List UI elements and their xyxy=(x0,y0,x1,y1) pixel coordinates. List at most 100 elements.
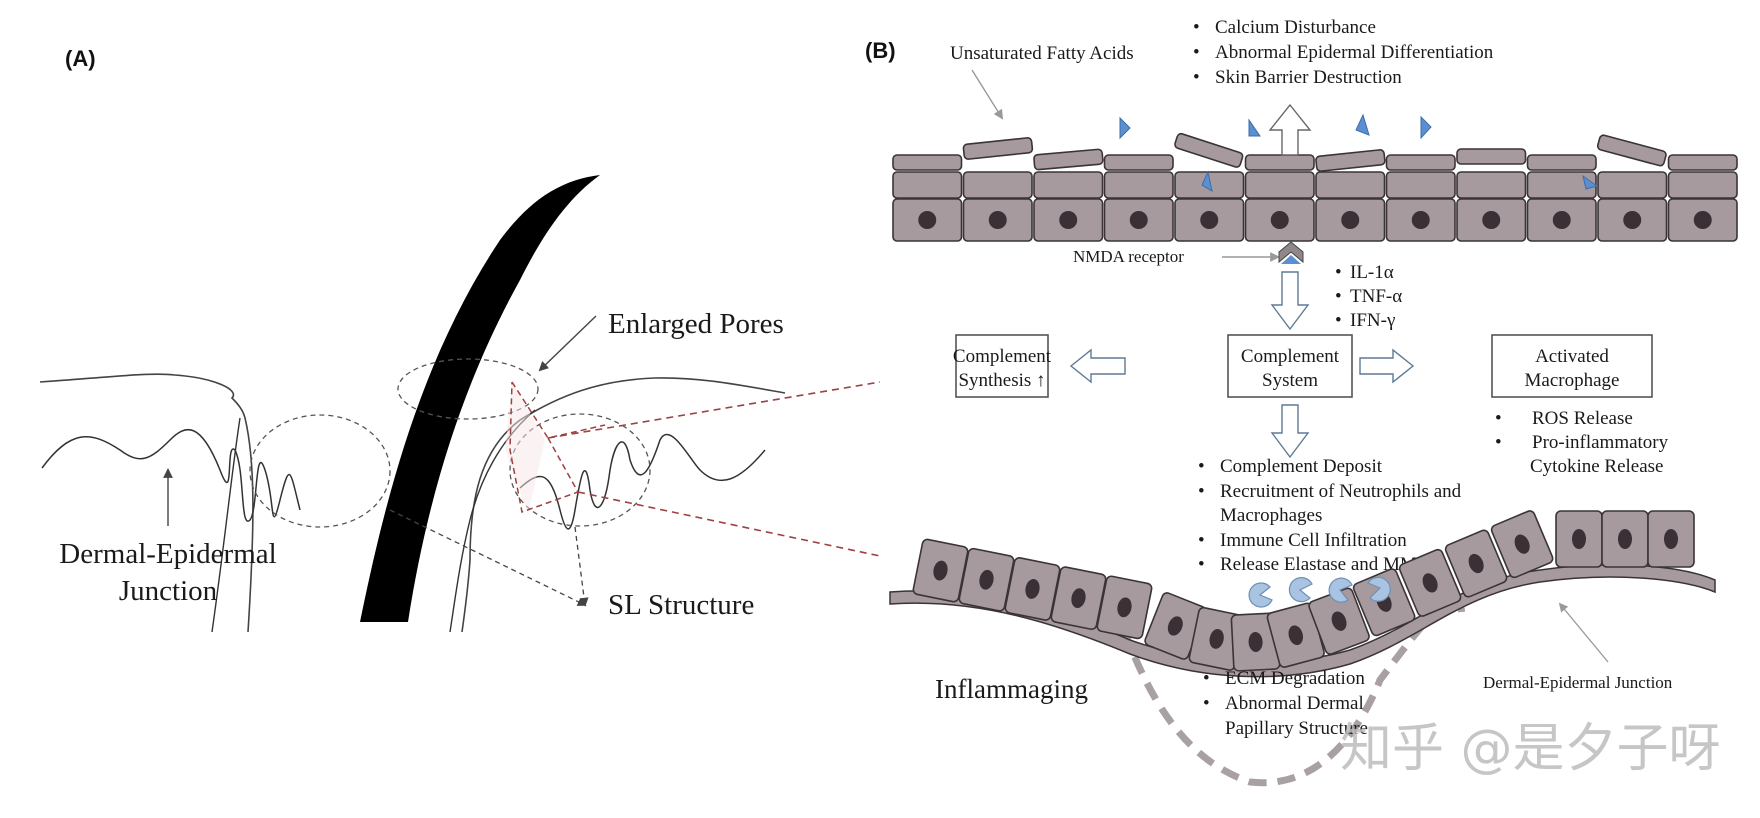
basal-cell xyxy=(1144,592,1207,660)
bullet: • xyxy=(1203,693,1210,714)
complement-effect-item: Recruitment of Neutrophils and xyxy=(1220,481,1462,502)
spinous-cell xyxy=(1597,171,1668,199)
cytokine-item: IFN-γ xyxy=(1350,310,1395,331)
dermal-effect-item: Abnormal Dermal xyxy=(1225,693,1364,714)
bullet: • xyxy=(1193,42,1200,63)
right-arrow-to-macrophage xyxy=(1359,348,1415,384)
follicle-wall-left xyxy=(211,417,241,633)
corneocyte xyxy=(1667,154,1738,171)
panel-b: (B) Unsaturated Fatty Acids • Calcium Di… xyxy=(865,17,1738,787)
cell-nucleus xyxy=(1209,628,1224,649)
complement-effect-item: Complement Deposit xyxy=(1220,456,1383,477)
cell-nucleus xyxy=(1270,211,1289,229)
hair-shaft xyxy=(360,175,600,622)
spinous-cell xyxy=(1315,171,1386,199)
cell-nucleus xyxy=(1071,588,1086,609)
complement-effect-item: Macrophages xyxy=(1220,505,1322,526)
left-arrow-to-synthesis xyxy=(1069,348,1126,384)
corneocyte xyxy=(1033,148,1104,171)
bullet: • xyxy=(1198,481,1205,502)
basal-cell xyxy=(1601,510,1649,568)
zoom-region xyxy=(505,382,545,514)
bullet: • xyxy=(1198,554,1205,575)
sl-arrow-left xyxy=(389,509,587,606)
cytokine-item: TNF-α xyxy=(1350,286,1402,307)
corneocyte xyxy=(962,137,1034,160)
basal-cell xyxy=(912,538,969,603)
dej-label-arrow xyxy=(1558,602,1609,663)
unsaturated-fatty-acids-label: Unsaturated Fatty Acids xyxy=(950,43,1134,64)
spinous-cell xyxy=(1103,171,1174,199)
box-text: Complement xyxy=(1241,346,1340,367)
spinous-cell xyxy=(1456,171,1527,199)
cell-nucleus xyxy=(1552,211,1571,229)
cell-nucleus xyxy=(1623,211,1642,229)
basal-cell xyxy=(1444,529,1508,598)
watermark: 知乎 @是夕子呀 xyxy=(1340,719,1721,779)
cell-nucleus xyxy=(1482,211,1501,229)
cell-nucleus xyxy=(1341,211,1360,229)
sl-structure-label: SL Structure xyxy=(608,589,754,621)
cell-nucleus xyxy=(1129,211,1148,229)
top-effect-item: Abnormal Epidermal Differentiation xyxy=(1215,42,1494,63)
zoom-line-bottom xyxy=(577,491,881,557)
pore-ellipse xyxy=(397,358,539,420)
barrier-up-arrow xyxy=(1268,103,1312,156)
box-text: Macrophage xyxy=(1525,370,1620,391)
cell-nucleus xyxy=(1059,211,1078,229)
dej-label-line2: Junction xyxy=(119,575,218,607)
cell-nucleus xyxy=(1248,631,1263,652)
basal-cell xyxy=(1004,557,1061,621)
fatty-acid-triangle xyxy=(1119,116,1131,140)
macrophage-effect-item: Pro-inflammatory xyxy=(1532,432,1669,453)
complement-effect-item: Release Elastase and MMPs xyxy=(1220,554,1435,575)
bullet: • xyxy=(1335,262,1342,283)
panel-b-label: (B) xyxy=(865,38,896,63)
spinous-cell xyxy=(1244,171,1315,199)
cell-nucleus xyxy=(1331,611,1347,631)
sl-arrow-right xyxy=(574,526,589,607)
spinous-cell xyxy=(892,171,963,199)
nmda-receptor-label: NMDA receptor xyxy=(1073,247,1184,266)
enzymes xyxy=(1248,576,1391,608)
bullet: • xyxy=(1198,530,1205,551)
top-effect-item: Skin Barrier Destruction xyxy=(1215,67,1402,88)
cell-nucleus xyxy=(1422,573,1438,593)
bullet: • xyxy=(1193,67,1200,88)
complement-effects-list: • Complement Deposit • Recruitment of Ne… xyxy=(1198,456,1462,575)
basal-cell xyxy=(1647,510,1695,568)
complement-synthesis-box: Complement Synthesis ↑ xyxy=(953,334,1052,398)
basal-cell xyxy=(958,547,1015,612)
corneocyte xyxy=(1244,154,1315,171)
fatty-acid-triangle xyxy=(1582,174,1599,190)
cell-nucleus xyxy=(1514,534,1530,554)
cell-nucleus xyxy=(979,569,994,590)
spinous-cell xyxy=(962,171,1033,199)
bullet: • xyxy=(1495,432,1502,453)
basal-cell xyxy=(1398,548,1462,617)
enzyme-icon xyxy=(1248,582,1273,608)
nmda-receptor-base xyxy=(1281,255,1301,264)
cell-nucleus xyxy=(918,211,937,229)
enzyme-icon xyxy=(1328,577,1353,603)
sl-ellipse-right xyxy=(509,413,651,527)
sl-ellipse-left xyxy=(249,414,391,528)
bullet: • xyxy=(1203,668,1210,689)
corneocyte xyxy=(1174,132,1244,168)
cell-nucleus xyxy=(1167,616,1183,636)
cell-nucleus xyxy=(1468,553,1484,574)
corneocyte xyxy=(892,154,963,171)
dermal-effects-list: • ECM Degradation • Abnormal Dermal Papi… xyxy=(1203,668,1368,739)
nmda-receptor-icon xyxy=(1278,241,1304,264)
fatty-acid-triangle xyxy=(1420,115,1432,140)
basal-cell-layer xyxy=(912,510,1695,672)
spinous-cell xyxy=(1385,171,1456,199)
complement-effect-item: Immune Cell Infiltration xyxy=(1220,530,1407,551)
dej-wave-left xyxy=(41,428,301,522)
fatty-acids-arrow xyxy=(971,69,1004,120)
basal-cell xyxy=(1096,575,1153,640)
cell-nucleus xyxy=(988,211,1007,229)
corneocyte xyxy=(1385,154,1456,171)
zoom-line-top xyxy=(547,381,881,439)
